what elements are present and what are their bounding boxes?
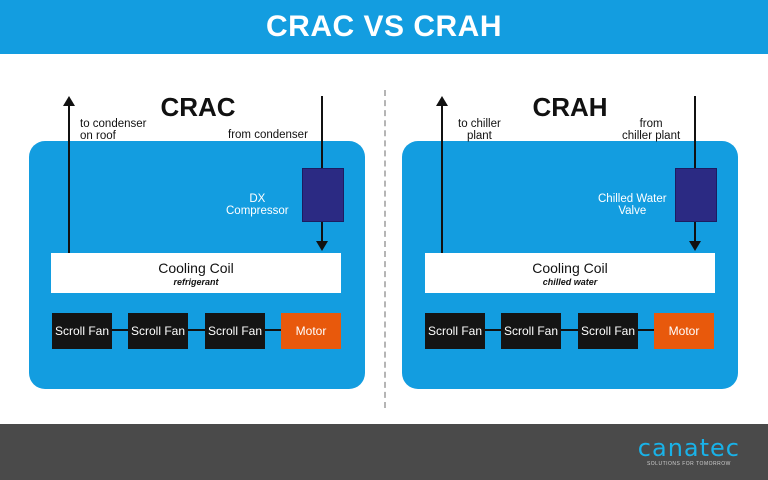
crah-scroll-fan-2: Scroll Fan <box>501 313 561 349</box>
crac-coil-title: Cooling Coil <box>158 260 234 276</box>
header-banner: CRAC VS CRAH <box>0 0 768 54</box>
crah-coil-title: Cooling Coil <box>532 260 608 276</box>
crac-coil-sub: refrigerant <box>173 277 219 287</box>
crac-scroll-fan-3: Scroll Fan <box>205 313 265 349</box>
crah-scroll-fan-3: Scroll Fan <box>578 313 638 349</box>
crac-scroll-fan-1: Scroll Fan <box>52 313 112 349</box>
crah-out-arrow <box>441 104 443 253</box>
crah-cooling-coil: Cooling Coil chilled water <box>425 253 715 293</box>
crac-out-arrow-head <box>63 96 75 106</box>
crac-title: CRAC <box>160 92 236 122</box>
crah-scroll-fan-1: Scroll Fan <box>425 313 485 349</box>
page-title: CRAC VS CRAH <box>265 10 502 43</box>
canatec-logo: canatec SOLUTIONS FOR TOMORROW <box>638 436 740 467</box>
logo-tagline: SOLUTIONS FOR TOMORROW <box>646 461 731 467</box>
footer-bar: canatec SOLUTIONS FOR TOMORROW <box>0 424 768 480</box>
section-divider <box>384 90 386 408</box>
crac-motor: Motor <box>281 313 341 349</box>
crac-scroll-fan-2: Scroll Fan <box>128 313 188 349</box>
logo-wordmark: canatec <box>637 434 740 462</box>
crac-in-label: from condenser <box>228 129 308 141</box>
crah-title: CRAH <box>532 92 608 122</box>
crah-in-label: from chiller plant <box>622 118 681 142</box>
crah-in-arrow-head <box>689 241 701 251</box>
crah-out-arrow-head <box>436 96 448 106</box>
chilled-water-valve-label: Chilled Water Valve <box>598 193 667 217</box>
dx-compressor-box <box>302 168 344 222</box>
crac-out-label-text: to condenser on roof <box>80 118 147 142</box>
chilled-water-valve-box <box>675 168 717 222</box>
crac-cooling-coil: Cooling Coil refrigerant <box>51 253 341 293</box>
crah-out-label: to chiller plant <box>458 118 501 142</box>
crah-motor: Motor <box>654 313 714 349</box>
crac-out-label: to condenser on roof <box>80 118 147 142</box>
crac-in-arrow-head <box>316 241 328 251</box>
crah-coil-sub: chilled water <box>542 277 598 287</box>
dx-compressor-label: DX Compressor <box>226 193 289 217</box>
crac-out-arrow <box>68 104 70 253</box>
